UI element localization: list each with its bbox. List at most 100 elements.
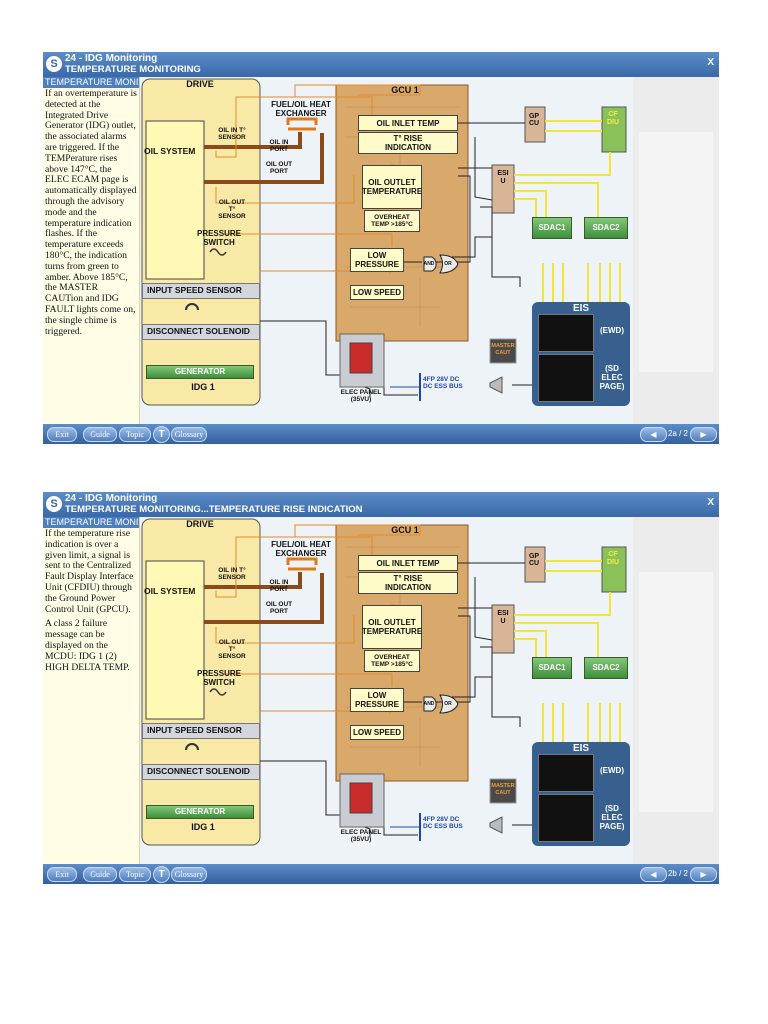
text-panel-body: If an overtemperature is detected at the… (43, 88, 139, 342)
heat-exchanger-label: FUEL/OIL HEAT EXCHANGER (271, 100, 331, 118)
t-button[interactable]: T (153, 866, 170, 883)
bottom-toolbar: Exit Guide Topic T Glossary ◀ 2b / 2 ▶ (43, 864, 719, 884)
oil-in-port-label: OIL IN PORT (269, 139, 289, 153)
close-button[interactable]: X (707, 57, 714, 68)
oil-system-label: OIL SYSTEM (144, 586, 196, 596)
master-caution-light: MASTER CAUT (491, 343, 515, 356)
text-panel-header: TEMPERATURE MONITO (43, 77, 139, 88)
exit-button[interactable]: Exit (47, 427, 77, 442)
oil-outlet-temp-box: OIL OUTLET TEMPERATURE (362, 605, 422, 649)
temp-rise-box: T° RISE INDICATION (358, 572, 458, 594)
lesson-screen-bottom: S 24 - IDG Monitoring TEMPERATURE MONITO… (43, 492, 719, 884)
low-speed-box: LOW SPEED (350, 725, 404, 740)
oil-in-port-label: OIL IN PORT (269, 579, 289, 593)
module-title: 24 - IDG Monitoring (65, 493, 158, 504)
drive-label: DRIVE (186, 79, 214, 89)
low-pressure-box: LOW PRESSURE (350, 248, 404, 272)
topic-button[interactable]: Topic (119, 867, 151, 882)
sd-screen (538, 794, 594, 842)
or-gate-label: OR (444, 701, 452, 707)
exit-button[interactable]: Exit (47, 867, 77, 882)
ewd-screen (538, 314, 594, 352)
eis-panel: EIS (EWD) (SD ELEC PAGE) (532, 302, 630, 406)
overheat-box: OVERHEAT TEMP >185°C (364, 210, 420, 232)
prev-page-button[interactable]: ◀ (640, 867, 667, 882)
cfdiu-box: CFDIU (606, 111, 620, 126)
master-caution-light: MASTER CAUT (491, 783, 515, 796)
generator-box: GENERATOR (146, 365, 254, 379)
page-indicator: 2a / 2 (667, 429, 688, 438)
text-panel-paragraph: If an overtemperature is detected at the… (45, 88, 137, 337)
pressure-switch-label: PRESSURE SWITCH (196, 229, 241, 247)
bottom-toolbar: Exit Guide Topic T Glossary ◀ 2a / 2 ▶ (43, 424, 719, 444)
and-gate-label: AND (423, 261, 435, 267)
idg1-label: IDG 1 (191, 822, 215, 832)
system-diagram: DRIVE OIL SYSTEM OIL IN T° SENSOR OIL IN… (140, 77, 633, 424)
ewd-label: (EWD) (600, 766, 624, 775)
elec-panel-label: ELEC PANEL (35VU) (340, 389, 382, 403)
close-button[interactable]: X (707, 497, 714, 508)
ewd-screen (538, 754, 594, 792)
esiu-box: ESIU (497, 170, 509, 185)
dc-ess-bus-label: 4FP 28V DC DC ESS BUS (423, 816, 463, 830)
or-gate-label: OR (444, 261, 452, 267)
guide-button[interactable]: Guide (83, 867, 117, 882)
low-speed-box: LOW SPEED (350, 285, 404, 300)
page-title: TEMPERATURE MONITORING (65, 64, 201, 75)
oil-system-label: OIL SYSTEM (144, 146, 196, 156)
text-panel-paragraph: A class 2 failure message can be display… (45, 618, 130, 673)
t-button[interactable]: T (153, 426, 170, 443)
sdac2-box: SDAC2 (584, 657, 628, 679)
sdac2-box: SDAC2 (584, 217, 628, 239)
cfdiu-box: CFDIU (606, 551, 620, 566)
sd-label: (SD ELEC PAGE) (599, 364, 625, 391)
right-margin (633, 517, 719, 864)
oil-in-sensor-label: OIL IN T° SENSOR (218, 567, 246, 581)
module-title: 24 - IDG Monitoring (65, 53, 158, 64)
ewd-label: (EWD) (600, 326, 624, 335)
low-pressure-box: LOW PRESSURE (350, 688, 404, 712)
lesson-screen-top: S 24 - IDG Monitoring TEMPERATURE MONITO… (43, 52, 719, 444)
text-panel-body: If the temperature rise indication is ov… (43, 528, 139, 678)
topic-button[interactable]: Topic (119, 427, 151, 442)
text-panel: TEMPERATURE MONITO If the temperature ri… (43, 517, 140, 864)
gpcu-box: GPCU (528, 113, 540, 127)
input-speed-sensor: INPUT SPEED SENSOR (142, 723, 260, 739)
next-page-button[interactable]: ▶ (690, 427, 717, 442)
and-gate-label: AND (423, 701, 435, 707)
oil-out-sensor-label: OIL OUT T° SENSOR (218, 199, 246, 220)
oil-inlet-temp-box: OIL INLET TEMP (358, 555, 458, 571)
page-indicator: 2b / 2 (667, 869, 688, 878)
pressure-switch-label: PRESSURE SWITCH (196, 669, 241, 687)
oil-out-port-label: OIL OUT PORT (265, 161, 293, 175)
title-bar: S 24 - IDG Monitoring TEMPERATURE MONITO… (43, 52, 719, 77)
prev-page-button[interactable]: ◀ (640, 427, 667, 442)
text-panel-paragraph: If the temperature rise indication is ov… (45, 528, 134, 615)
oil-outlet-temp-box: OIL OUTLET TEMPERATURE (362, 165, 422, 209)
next-page-button[interactable]: ▶ (690, 867, 717, 882)
disconnect-solenoid: DISCONNECT SOLENOID (142, 324, 260, 340)
input-speed-sensor: INPUT SPEED SENSOR (142, 283, 260, 299)
oil-inlet-temp-box: OIL INLET TEMP (358, 115, 458, 131)
heat-exchanger-label: FUEL/OIL HEAT EXCHANGER (271, 540, 331, 558)
text-panel-header: TEMPERATURE MONITO (43, 517, 139, 528)
esiu-box: ESIU (497, 610, 509, 625)
dc-ess-bus-label: 4FP 28V DC DC ESS BUS (423, 376, 463, 390)
guide-button[interactable]: Guide (83, 427, 117, 442)
app-logo-icon: S (46, 56, 62, 72)
app-logo-icon: S (46, 496, 62, 512)
system-diagram: DRIVE OIL SYSTEM OIL IN T° SENSOR OIL IN… (140, 517, 633, 864)
glossary-button[interactable]: Glossary (171, 427, 207, 442)
eis-panel: EIS (EWD) (SD ELEC PAGE) (532, 742, 630, 846)
sd-label: (SD ELEC PAGE) (599, 804, 625, 831)
disconnect-solenoid: DISCONNECT SOLENOID (142, 764, 260, 780)
overheat-box: OVERHEAT TEMP >185°C (364, 650, 420, 672)
oil-in-sensor-label: OIL IN T° SENSOR (218, 127, 246, 141)
oil-out-sensor-label: OIL OUT T° SENSOR (218, 639, 246, 660)
page-title: TEMPERATURE MONITORING...TEMPERATURE RIS… (65, 504, 363, 515)
glossary-button[interactable]: Glossary (171, 867, 207, 882)
sd-screen (538, 354, 594, 402)
right-margin (633, 77, 719, 424)
eis-label: EIS (572, 303, 590, 314)
title-bar: S 24 - IDG Monitoring TEMPERATURE MONITO… (43, 492, 719, 517)
